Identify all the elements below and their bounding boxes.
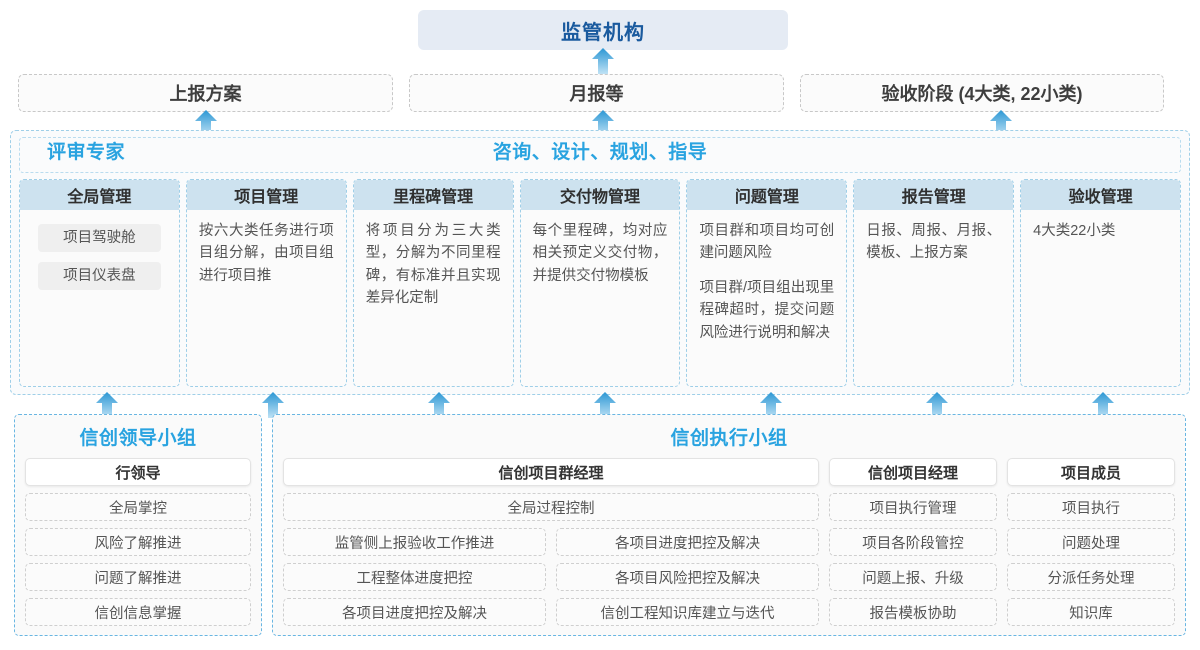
arrow-up-col-1 [96, 392, 118, 418]
role-item[interactable]: 各项目进度把控及解决 [283, 598, 546, 626]
arrow-up-to-monthly-report [592, 110, 614, 136]
role-item[interactable]: 信创信息掌握 [25, 598, 251, 626]
column-paragraph: 项目群/项目组出现里程碑超时，提交问题风险进行说明和解决 [699, 279, 835, 341]
arrow-up-col-6 [926, 392, 948, 418]
arrow-up-col-5 [760, 392, 782, 418]
program-manager-item-grid: 监管侧上报验收工作推进 各项目进度把控及解决 工程整体进度把控 各项目风险把控及… [283, 528, 819, 626]
column-header: 全局管理 [20, 180, 179, 210]
middle-band [19, 137, 1181, 173]
column-body: 日报、周报、月报、模板、上报方案 [854, 210, 1013, 273]
group-panel-execution: 信创执行小组 信创项目群经理 全局过程控制 监管侧上报验收工作推进 各项目进度把… [272, 414, 1186, 636]
band-label-consulting-design-planning-guidance: 咨询、设计、规划、指导 [492, 142, 708, 163]
arrow-up-col-7 [1092, 392, 1114, 418]
arrow-up-col-2 [262, 392, 284, 418]
column-paragraph: 按六大类任务进行项目组分解，由项目组进行项目推 [198, 223, 334, 284]
role-header-bank-leader[interactable]: 行领导 [25, 458, 251, 486]
top-title-regulatory-agency: 监管机构 [418, 10, 788, 50]
role-item[interactable]: 分派任务处理 [1007, 563, 1175, 591]
group-title-execution: 信创执行小组 [670, 428, 788, 449]
capability-column-issue-management[interactable]: 问题管理 项目群和项目均可创建问题风险 项目群/项目组出现里程碑超时，提交问题风… [686, 179, 848, 387]
role-column-project-manager: 信创项目经理 项目执行管理 项目各阶段管控 问题上报、升级 报告模板协助 [829, 458, 997, 626]
arrow-up-to-acceptance-stage [990, 110, 1012, 136]
role-item[interactable]: 各项目进度把控及解决 [556, 528, 819, 556]
role-item[interactable]: 全局过程控制 [283, 493, 819, 521]
column-body: 按六大类任务进行项目组分解，由项目组进行项目推 [187, 210, 346, 295]
arrow-up-col-4 [594, 392, 616, 418]
column-body: 每个里程碑，均对应相关预定义交付物，并提供交付物模板 [521, 210, 680, 295]
role-item[interactable]: 风险了解推进 [25, 528, 251, 556]
capability-column-milestone-management[interactable]: 里程碑管理 将项目分为三大类型，分解为不同里程碑，有标准并且实现差异化定制 [352, 179, 514, 387]
column-body: 项目驾驶舱 项目仪表盘 [20, 210, 179, 308]
column-header: 验收管理 [1021, 180, 1181, 210]
column-body: 4大类22小类 [1021, 210, 1180, 250]
arrow-up-to-report-plan [195, 110, 217, 136]
capability-column-global-management[interactable]: 全局管理 项目驾驶舱 项目仪表盘 [19, 179, 180, 387]
arrow-up-col-3 [428, 392, 450, 418]
role-item[interactable]: 问题了解推进 [25, 563, 251, 591]
capability-column-deliverable-management[interactable]: 交付物管理 每个里程碑，均对应相关预定义交付物，并提供交付物模板 [519, 179, 681, 387]
channel-box-report-plan[interactable]: 上报方案 [18, 74, 393, 112]
group-panel-leadership: 信创领导小组 行领导 全局掌控 风险了解推进 问题了解推进 信创信息掌握 [14, 414, 262, 636]
pill-item[interactable]: 项目驾驶舱 [38, 224, 161, 252]
role-column-project-member: 项目成员 项目执行 问题处理 分派任务处理 知识库 [1007, 458, 1175, 626]
role-item[interactable]: 知识库 [1007, 598, 1175, 626]
role-header-project-manager[interactable]: 信创项目经理 [829, 458, 997, 486]
role-header-program-manager[interactable]: 信创项目群经理 [283, 458, 819, 486]
role-item[interactable]: 问题处理 [1007, 528, 1175, 556]
capability-column-row: 全局管理 项目驾驶舱 项目仪表盘 项目管理 按六大类任务进行项目组分解，由项目组… [19, 179, 1182, 387]
column-header: 交付物管理 [520, 180, 680, 210]
role-item[interactable]: 信创工程知识库建立与迭代 [556, 598, 819, 626]
column-paragraph: 将项目分为三大类型，分解为不同里程碑，有标准并且实现差异化定制 [365, 223, 501, 307]
column-paragraph: 4大类22小类 [1033, 223, 1116, 239]
column-paragraph: 每个里程碑，均对应相关预定义交付物，并提供交付物模板 [532, 223, 668, 284]
role-column-program-manager: 信创项目群经理 全局过程控制 监管侧上报验收工作推进 各项目进度把控及解决 工程… [283, 458, 819, 626]
column-header: 报告管理 [854, 180, 1014, 210]
group-title-leadership: 信创领导小组 [79, 428, 197, 449]
column-paragraph: 项目群和项目均可创建问题风险 [699, 223, 835, 262]
channel-row: 上报方案 月报等 验收阶段 (4大类, 22小类) [18, 74, 1182, 112]
role-item[interactable]: 各项目风险把控及解决 [556, 563, 819, 591]
column-body: 将项目分为三大类型，分解为不同里程碑，有标准并且实现差异化定制 [354, 210, 513, 318]
column-header: 问题管理 [687, 180, 847, 210]
capability-column-report-management[interactable]: 报告管理 日报、周报、月报、模板、上报方案 [853, 179, 1015, 387]
arrow-up-to-top-title [592, 48, 614, 74]
role-item[interactable]: 项目执行 [1007, 493, 1175, 521]
middle-panel: 评审专家 咨询、设计、规划、指导 全局管理 项目驾驶舱 项目仪表盘 项目管理 按… [10, 130, 1190, 395]
column-paragraph: 日报、周报、月报、模板、上报方案 [866, 223, 1002, 262]
role-item[interactable]: 项目执行管理 [829, 493, 997, 521]
role-item[interactable]: 报告模板协助 [829, 598, 997, 626]
execution-columns: 信创项目群经理 全局过程控制 监管侧上报验收工作推进 各项目进度把控及解决 工程… [283, 458, 1175, 626]
role-item[interactable]: 全局掌控 [25, 493, 251, 521]
capability-column-project-management[interactable]: 项目管理 按六大类任务进行项目组分解，由项目组进行项目推 [185, 179, 347, 387]
capability-column-acceptance-management[interactable]: 验收管理 4大类22小类 [1020, 179, 1182, 387]
role-header-project-member[interactable]: 项目成员 [1007, 458, 1175, 486]
role-item[interactable]: 问题上报、升级 [829, 563, 997, 591]
role-item[interactable]: 监管侧上报验收工作推进 [283, 528, 546, 556]
pill-item[interactable]: 项目仪表盘 [38, 262, 161, 290]
channel-box-acceptance-stage[interactable]: 验收阶段 (4大类, 22小类) [800, 74, 1164, 112]
role-item[interactable]: 项目各阶段管控 [829, 528, 997, 556]
column-header: 里程碑管理 [353, 180, 513, 210]
band-label-review-experts: 评审专家 [47, 142, 126, 163]
channel-box-monthly-report[interactable]: 月报等 [409, 74, 784, 112]
column-header: 项目管理 [186, 180, 346, 210]
column-body: 项目群和项目均可创建问题风险 项目群/项目组出现里程碑超时，提交问题风险进行说明… [687, 210, 846, 352]
role-item[interactable]: 工程整体进度把控 [283, 563, 546, 591]
